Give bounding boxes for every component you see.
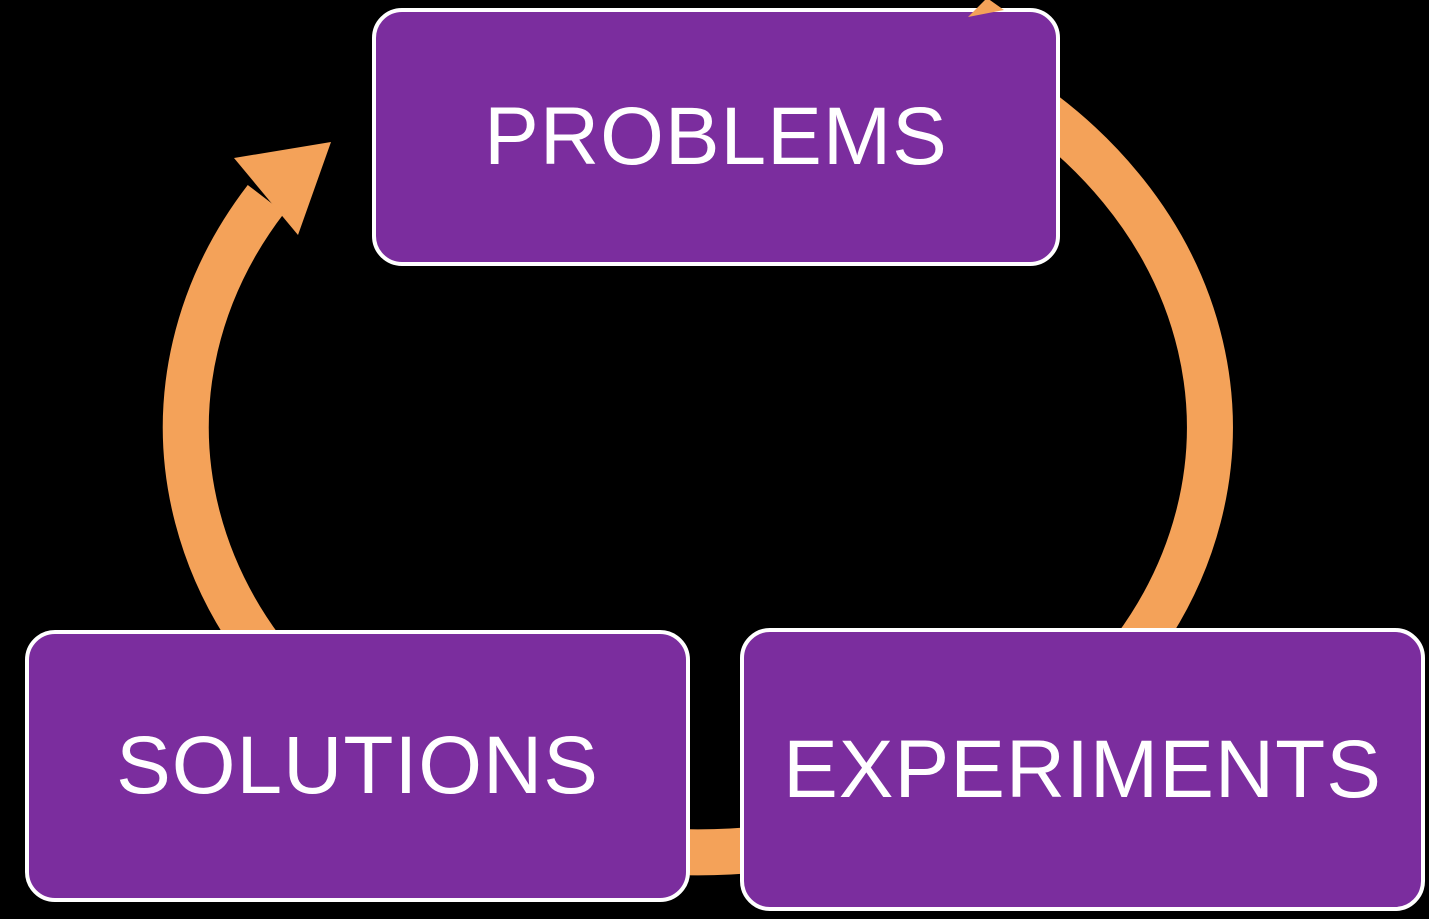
node-experiments: EXPERIMENTS [740,628,1425,911]
node-solutions-label: SOLUTIONS [116,720,599,811]
cycle-arrowhead-icon [234,142,331,235]
node-experiments-label: EXPERIMENTS [783,723,1382,815]
node-solutions: SOLUTIONS [25,630,690,902]
node-problems-label: PROBLEMS [484,91,948,182]
node-problems: PROBLEMS [372,8,1060,266]
